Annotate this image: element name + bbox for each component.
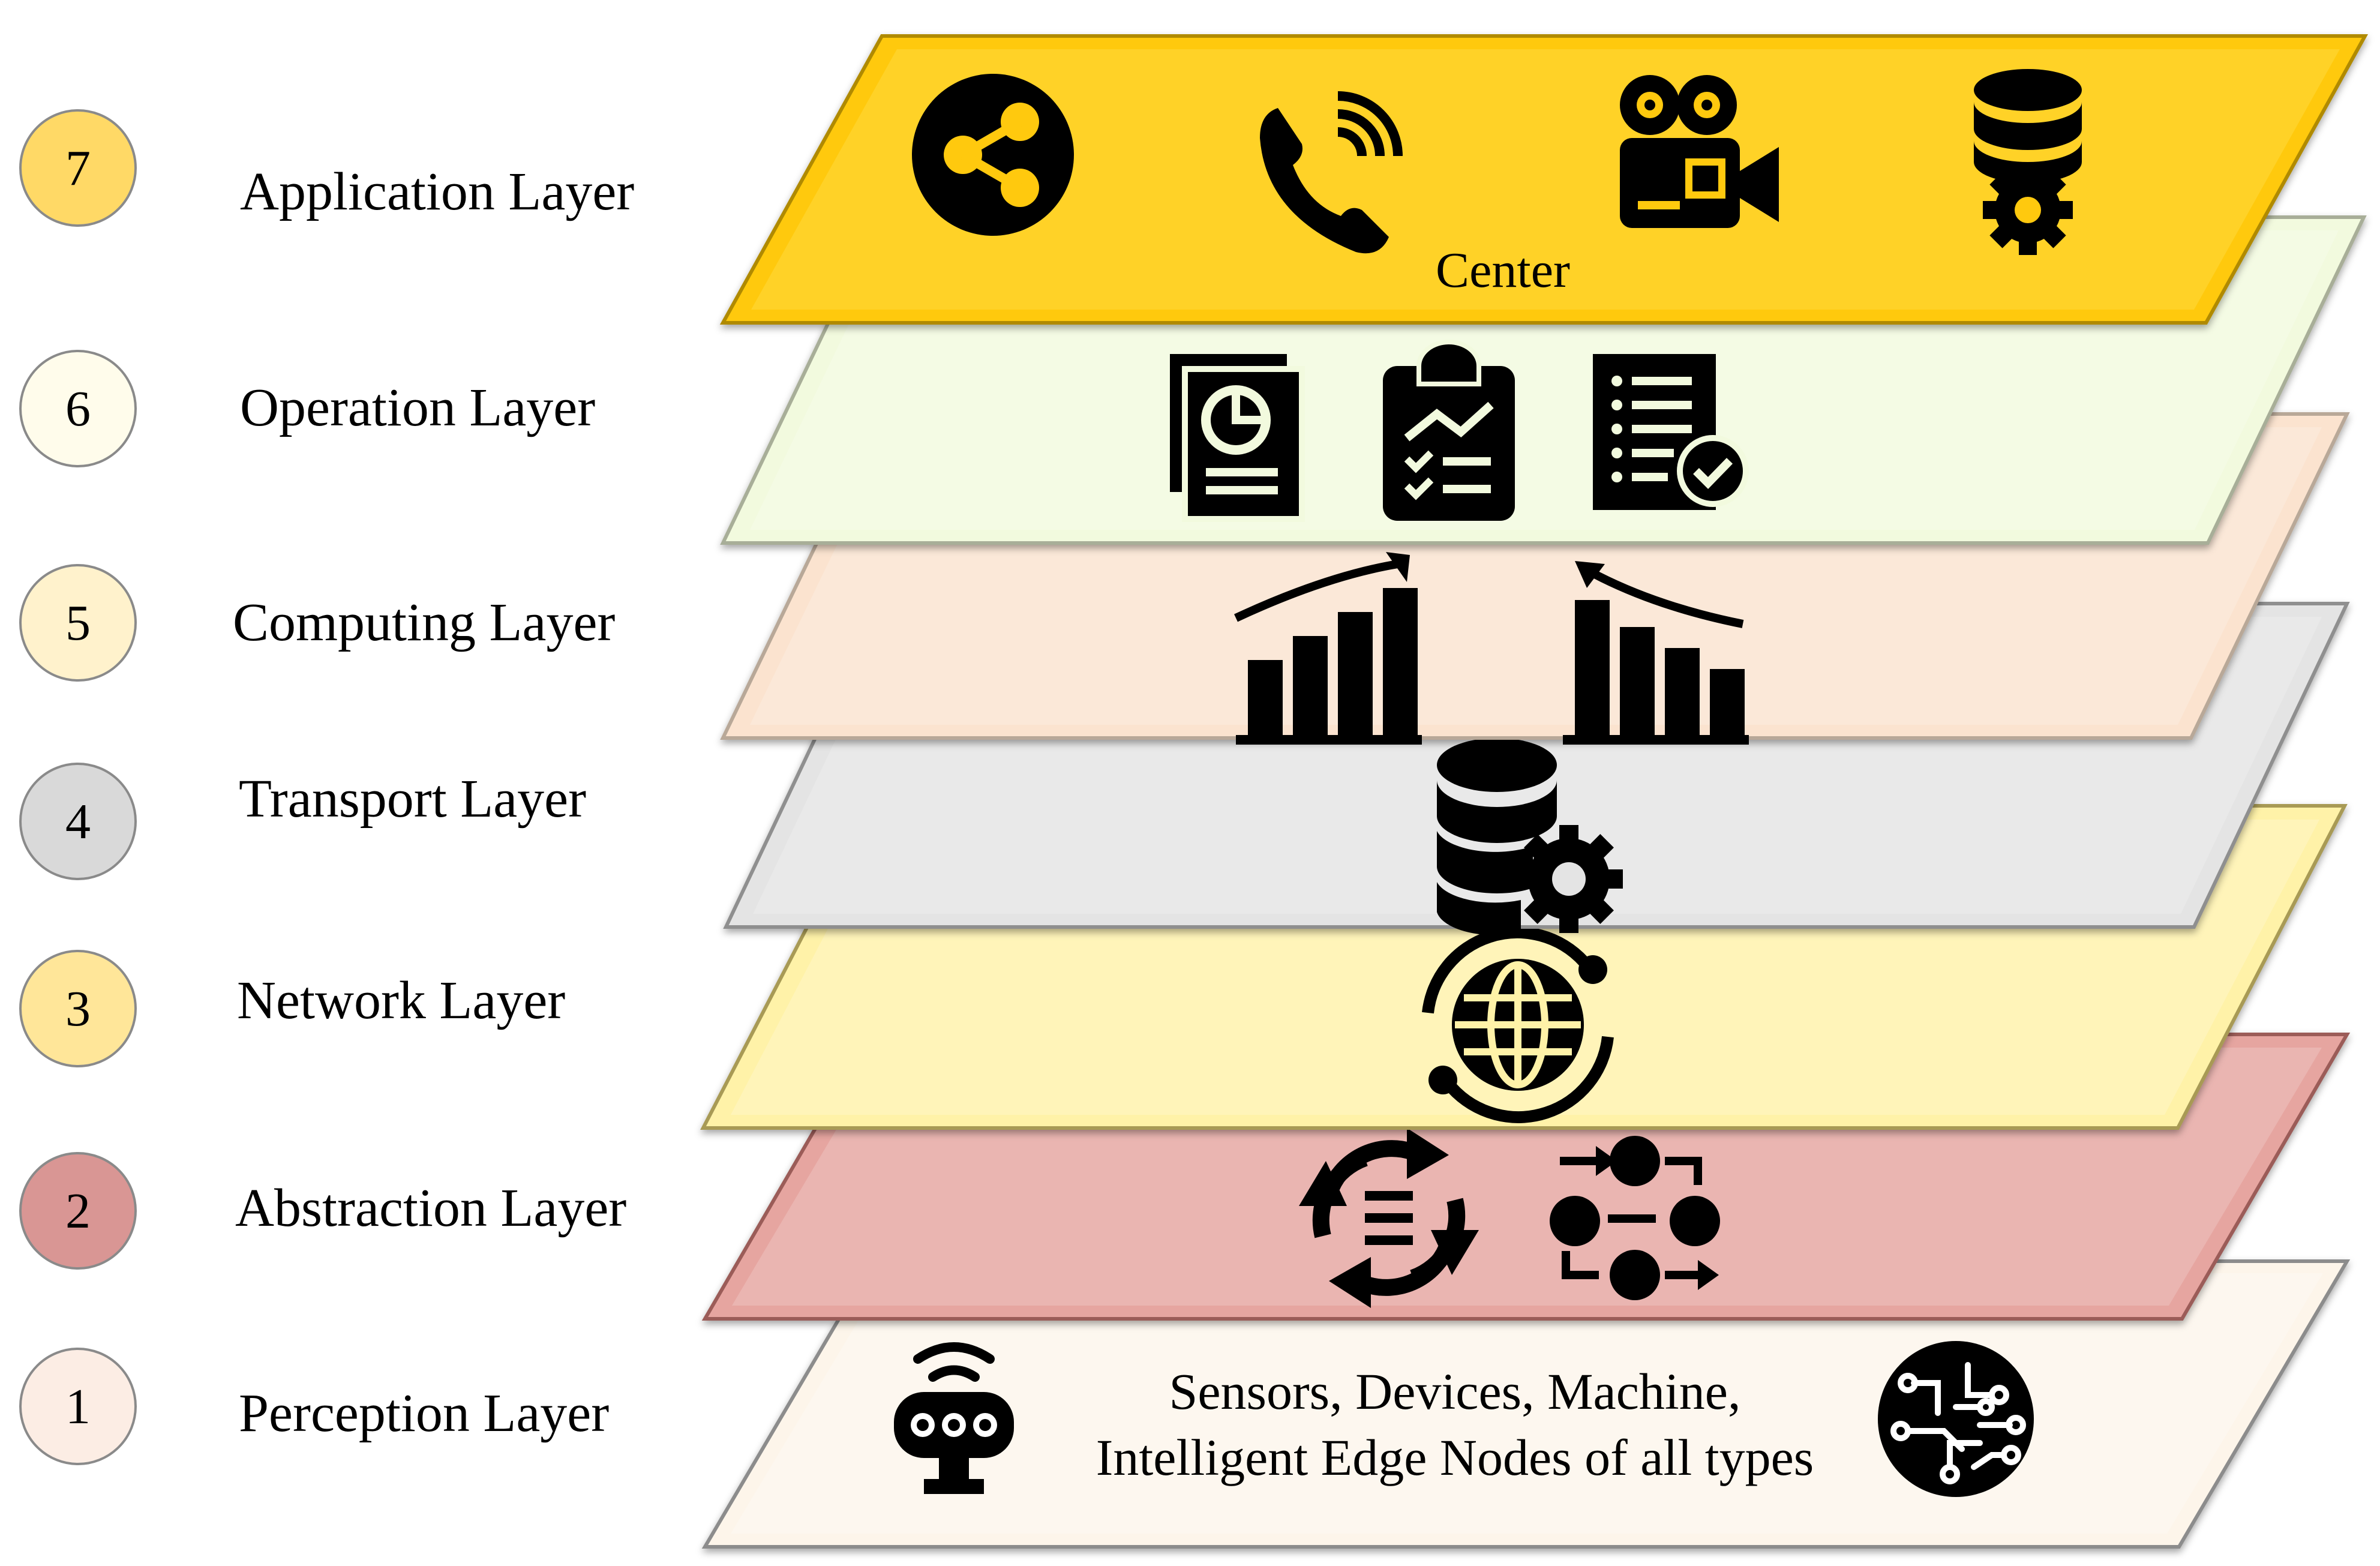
clipboard-analytics-icon bbox=[1383, 340, 1515, 521]
layer-6-label: Operation Layer bbox=[240, 378, 596, 437]
circuit-brain-icon bbox=[1878, 1341, 2034, 1497]
layer-3-label: Network Layer bbox=[237, 971, 566, 1030]
checklist-icon bbox=[1593, 354, 1749, 510]
layer-2-badge: 2 bbox=[19, 1152, 137, 1270]
application-layer-panel: Center bbox=[719, 34, 2369, 325]
layer-6-badge: 6 bbox=[19, 350, 137, 467]
layer-1-badge: 1 bbox=[19, 1348, 137, 1465]
share-icon bbox=[912, 74, 1074, 236]
layer-5-label: Computing Layer bbox=[233, 593, 616, 652]
wireless-device-icon bbox=[894, 1342, 1014, 1494]
layer-4-badge: 4 bbox=[19, 763, 137, 880]
layer-7-label: Application Layer bbox=[240, 162, 635, 221]
layer-5-badge: 5 bbox=[19, 564, 137, 682]
growth-bar-chart-icon bbox=[1234, 552, 1422, 745]
database-settings-icon bbox=[1437, 738, 1623, 935]
decline-bar-chart-icon bbox=[1563, 561, 1749, 745]
perception-text-line2: Intelligent Edge Nodes of all types bbox=[1096, 1429, 1814, 1486]
database-gear-icon bbox=[1974, 69, 2082, 255]
application-center-text: Center bbox=[1436, 242, 1570, 298]
layer-1-label: Perception Layer bbox=[239, 1384, 610, 1443]
perception-text-line1: Sensors, Devices, Machine, bbox=[1169, 1363, 1741, 1420]
perception-layer-panel: Sensors, Devices, Machine, Intelligent E… bbox=[701, 1259, 2351, 1549]
layer-3-badge: 3 bbox=[19, 950, 137, 1067]
globe-sync-icon bbox=[1422, 926, 1614, 1123]
video-camera-icon bbox=[1620, 75, 1779, 228]
sync-list-icon bbox=[1299, 1128, 1479, 1308]
layer-2-label: Abstraction Layer bbox=[235, 1178, 627, 1238]
phone-call-icon bbox=[1260, 91, 1403, 254]
report-chart-icon bbox=[1170, 354, 1305, 522]
layer-7-badge: 7 bbox=[19, 109, 137, 227]
layer-4-label: Transport Layer bbox=[239, 769, 587, 829]
workflow-icon bbox=[1550, 1136, 1720, 1300]
